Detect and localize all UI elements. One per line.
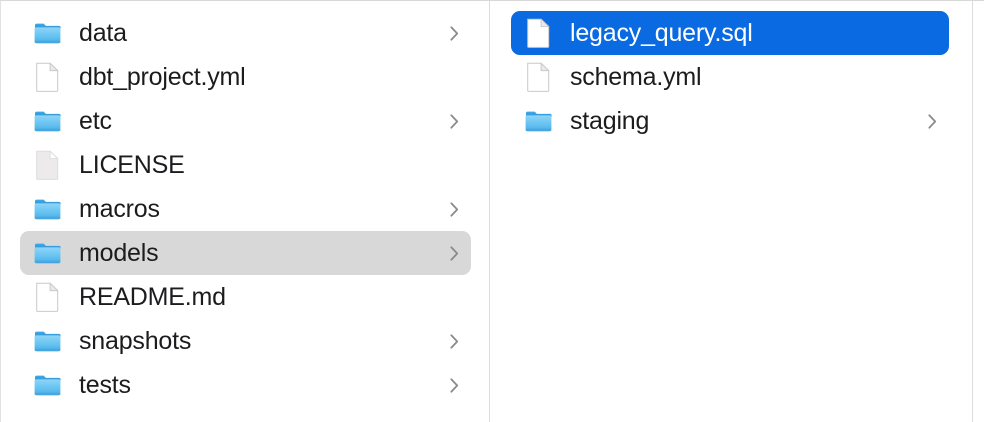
item-name: legacy_query.sql (570, 19, 753, 47)
item-name: models (79, 239, 159, 267)
list-item[interactable]: staging (511, 99, 949, 143)
chevron-right-icon[interactable] (925, 110, 939, 132)
list-item[interactable]: README.md (20, 275, 471, 319)
folder-icon (34, 18, 61, 48)
folder-icon (34, 238, 61, 268)
list-item[interactable]: LICENSE (20, 143, 471, 187)
document-icon (525, 18, 552, 48)
item-name: dbt_project.yml (79, 63, 246, 91)
folder-icon (34, 370, 61, 400)
chevron-right-icon[interactable] (447, 330, 461, 352)
folder-icon (34, 326, 61, 356)
list-item[interactable]: snapshots (20, 319, 471, 363)
item-name: staging (570, 107, 650, 135)
folder-icon (34, 106, 61, 136)
models-column: legacy_query.sql schema.yml staging (490, 1, 973, 422)
list-item[interactable]: dbt_project.yml (20, 55, 471, 99)
item-name: data (79, 19, 127, 47)
chevron-right-icon[interactable] (447, 22, 461, 44)
folder-icon (34, 194, 61, 224)
file-list: data dbt_project.yml etc LICENSE (1, 11, 489, 407)
document-icon (525, 62, 552, 92)
chevron-right-icon[interactable] (447, 242, 461, 264)
item-name: LICENSE (79, 151, 185, 179)
item-name: tests (79, 371, 131, 399)
item-name: README.md (79, 283, 226, 311)
list-item[interactable]: macros (20, 187, 471, 231)
item-name: macros (79, 195, 160, 223)
folder-icon (525, 106, 552, 136)
list-item[interactable]: etc (20, 99, 471, 143)
document-icon (34, 62, 61, 92)
item-name: etc (79, 107, 112, 135)
document-icon (34, 282, 61, 312)
project-root-column: data dbt_project.yml etc LICENSE (1, 1, 490, 422)
list-item[interactable]: legacy_query.sql (511, 11, 949, 55)
document-gray-icon (34, 150, 61, 180)
chevron-right-icon[interactable] (447, 110, 461, 132)
item-name: snapshots (79, 327, 192, 355)
list-item[interactable]: tests (20, 363, 471, 407)
list-item[interactable]: models (20, 231, 471, 275)
list-item[interactable]: schema.yml (511, 55, 949, 99)
chevron-right-icon[interactable] (447, 374, 461, 396)
file-list: legacy_query.sql schema.yml staging (490, 11, 972, 143)
chevron-right-icon[interactable] (447, 198, 461, 220)
item-name: schema.yml (570, 63, 702, 91)
list-item[interactable]: data (20, 11, 471, 55)
